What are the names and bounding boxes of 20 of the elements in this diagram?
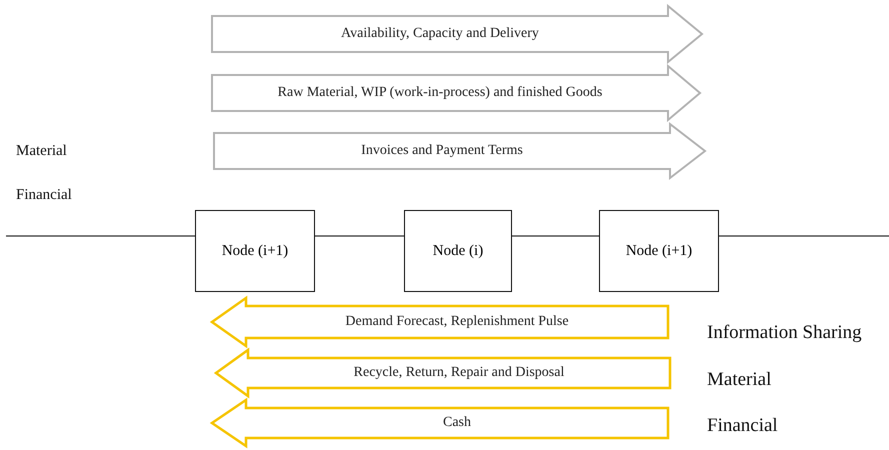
flow-label: Material [16,143,67,160]
arrow-label: Demand Forecast, Replenishment Pulse [344,313,570,331]
arrow-label: Raw Material, WIP (work-in-process) and finished Goods [276,84,604,102]
node-box: Node (i) [404,210,512,292]
flow-banner [214,124,705,178]
flow-label: Material [707,369,772,391]
arrow-label: Recycle, Return, Repair and Disposal [352,364,566,382]
flow-label: Financial [16,187,72,204]
flow-banner [216,350,670,396]
arrow-label: Availability, Capacity and Delivery [340,25,540,43]
flow-label: Information Sharing [707,322,862,344]
flow-banner [212,400,668,446]
flow-banner [212,6,702,62]
arrow-label: Invoices and Payment Terms [360,142,524,160]
node-box: Node (i+1) [195,210,315,292]
node-box: Node (i+1) [599,210,719,292]
arrow-label: Cash [442,414,472,432]
flow-banner [212,298,668,346]
flow-label: Financial [707,415,778,437]
flow-banner [212,66,700,120]
